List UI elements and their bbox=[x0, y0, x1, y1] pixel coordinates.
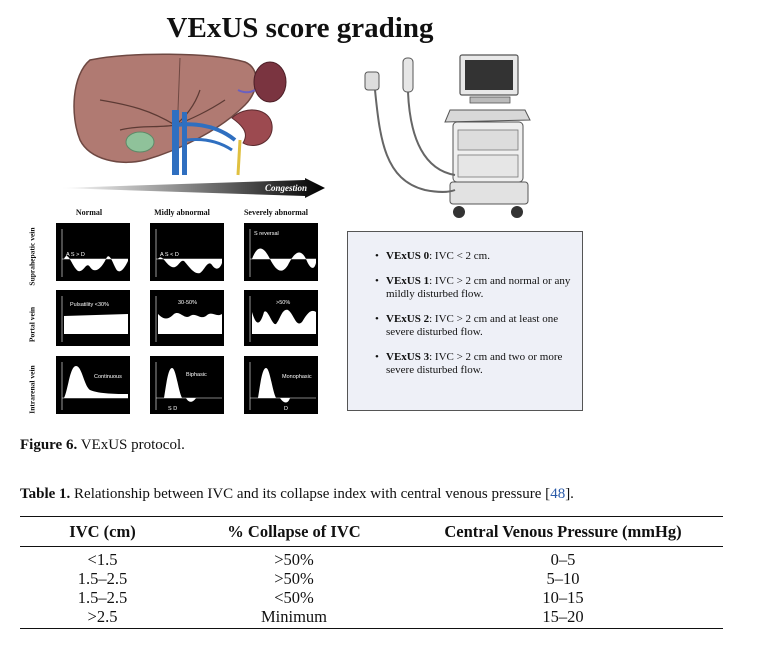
panel-label: Biphasic bbox=[186, 372, 207, 378]
panel-suprahepatic-mild: A S < D bbox=[150, 223, 224, 281]
panel-intrarenal-normal: Continuous bbox=[56, 356, 130, 414]
panel-label: S reversal bbox=[254, 231, 279, 237]
table-cell: 0–5 bbox=[550, 550, 576, 569]
table-cell: <1.5 bbox=[87, 550, 118, 569]
panel-portal-normal: Pulsatility <30% bbox=[56, 290, 130, 346]
citation-link[interactable]: 48 bbox=[550, 486, 566, 502]
panel-label: A D bbox=[254, 252, 263, 258]
table-row: 1.5–2.5 <50% 10–15 bbox=[20, 588, 723, 607]
column-header-normal: Normal bbox=[75, 208, 103, 217]
row-header-suprahepatic: Suprahepatic vein bbox=[27, 227, 37, 286]
list-item: VExUS 0: IVC < 2 cm. bbox=[375, 250, 582, 263]
figure-title: VExUS score grading bbox=[166, 12, 434, 44]
list-item: VExUS 3: IVC > 2 cm and two or more seve… bbox=[375, 351, 582, 377]
table-row: >2.5 Minimum 15–20 bbox=[20, 607, 723, 629]
column-header: IVC (cm) bbox=[20, 516, 185, 547]
table-row: 1.5–2.5 >50% 5–10 bbox=[20, 569, 723, 588]
panel-intrarenal-severe: Monophasic D bbox=[244, 356, 318, 414]
column-header-mild: Midly abnormal bbox=[154, 208, 210, 217]
column-header: % Collapse of IVC bbox=[185, 516, 403, 547]
table-row: <1.5 >50% 0–5 bbox=[20, 547, 723, 570]
table-cell: 1.5–2.5 bbox=[77, 569, 128, 588]
panel-intrarenal-mild: Biphasic S D bbox=[150, 356, 224, 414]
table-cell: 5–10 bbox=[546, 569, 580, 588]
congestion-arrow bbox=[60, 178, 325, 198]
table-cell: >2.5 bbox=[20, 607, 185, 629]
table-cell: 10–15 bbox=[542, 588, 584, 607]
table-caption: Table 1. Relationship between IVC and it… bbox=[20, 486, 574, 502]
table-header-row: IVC (cm) % Collapse of IVC Central Venou… bbox=[20, 516, 723, 547]
panel-label: A S < D bbox=[160, 252, 179, 258]
table-cell: 1.5–2.5 bbox=[77, 588, 128, 607]
panel-label: D bbox=[284, 406, 288, 412]
panel-portal-mild: 30-50% bbox=[150, 290, 224, 346]
vexus-grade-box: VExUS 0: IVC < 2 cm. VExUS 1: IVC > 2 cm… bbox=[347, 231, 583, 411]
list-item: VExUS 2: IVC > 2 cm and at least one sev… bbox=[375, 313, 582, 339]
row-header-portal: Portal vein bbox=[27, 306, 37, 343]
panel-label: >50% bbox=[276, 300, 290, 306]
panel-suprahepatic-normal: A S > D bbox=[56, 223, 130, 281]
panel-suprahepatic-severe: S reversal A D bbox=[244, 223, 318, 281]
row-header-intrarenal: Intrarenal vein bbox=[27, 365, 37, 414]
congestion-label: Congestion bbox=[265, 183, 308, 193]
figure-caption: Figure 6. VExUS protocol. bbox=[20, 437, 185, 453]
table-cell: <50% bbox=[274, 588, 314, 607]
list-item: VExUS 1: IVC > 2 cm and normal or any mi… bbox=[375, 275, 582, 301]
ultrasound-machine-illustration bbox=[364, 54, 531, 218]
panel-label: Continuous bbox=[94, 374, 122, 380]
table-cell: Minimum bbox=[185, 607, 403, 629]
column-header-severe: Severely abnormal bbox=[243, 208, 309, 217]
column-header: Central Venous Pressure (mmHg) bbox=[403, 516, 723, 547]
table-cell: >50% bbox=[274, 569, 314, 588]
table-cell: >50% bbox=[274, 550, 314, 569]
panel-label: S D bbox=[168, 406, 177, 412]
vexus-grade-list: VExUS 0: IVC < 2 cm. VExUS 1: IVC > 2 cm… bbox=[348, 250, 582, 377]
liver-illustration bbox=[73, 53, 287, 176]
ivc-cvp-table: IVC (cm) % Collapse of IVC Central Venou… bbox=[20, 516, 723, 629]
panel-label: A S > D bbox=[66, 252, 85, 258]
table-cell: 15–20 bbox=[403, 607, 723, 629]
panel-label: Pulsatility <30% bbox=[70, 302, 109, 308]
panel-label: Monophasic bbox=[282, 374, 312, 380]
panel-label: 30-50% bbox=[178, 300, 197, 306]
panel-portal-severe: >50% bbox=[244, 290, 318, 346]
